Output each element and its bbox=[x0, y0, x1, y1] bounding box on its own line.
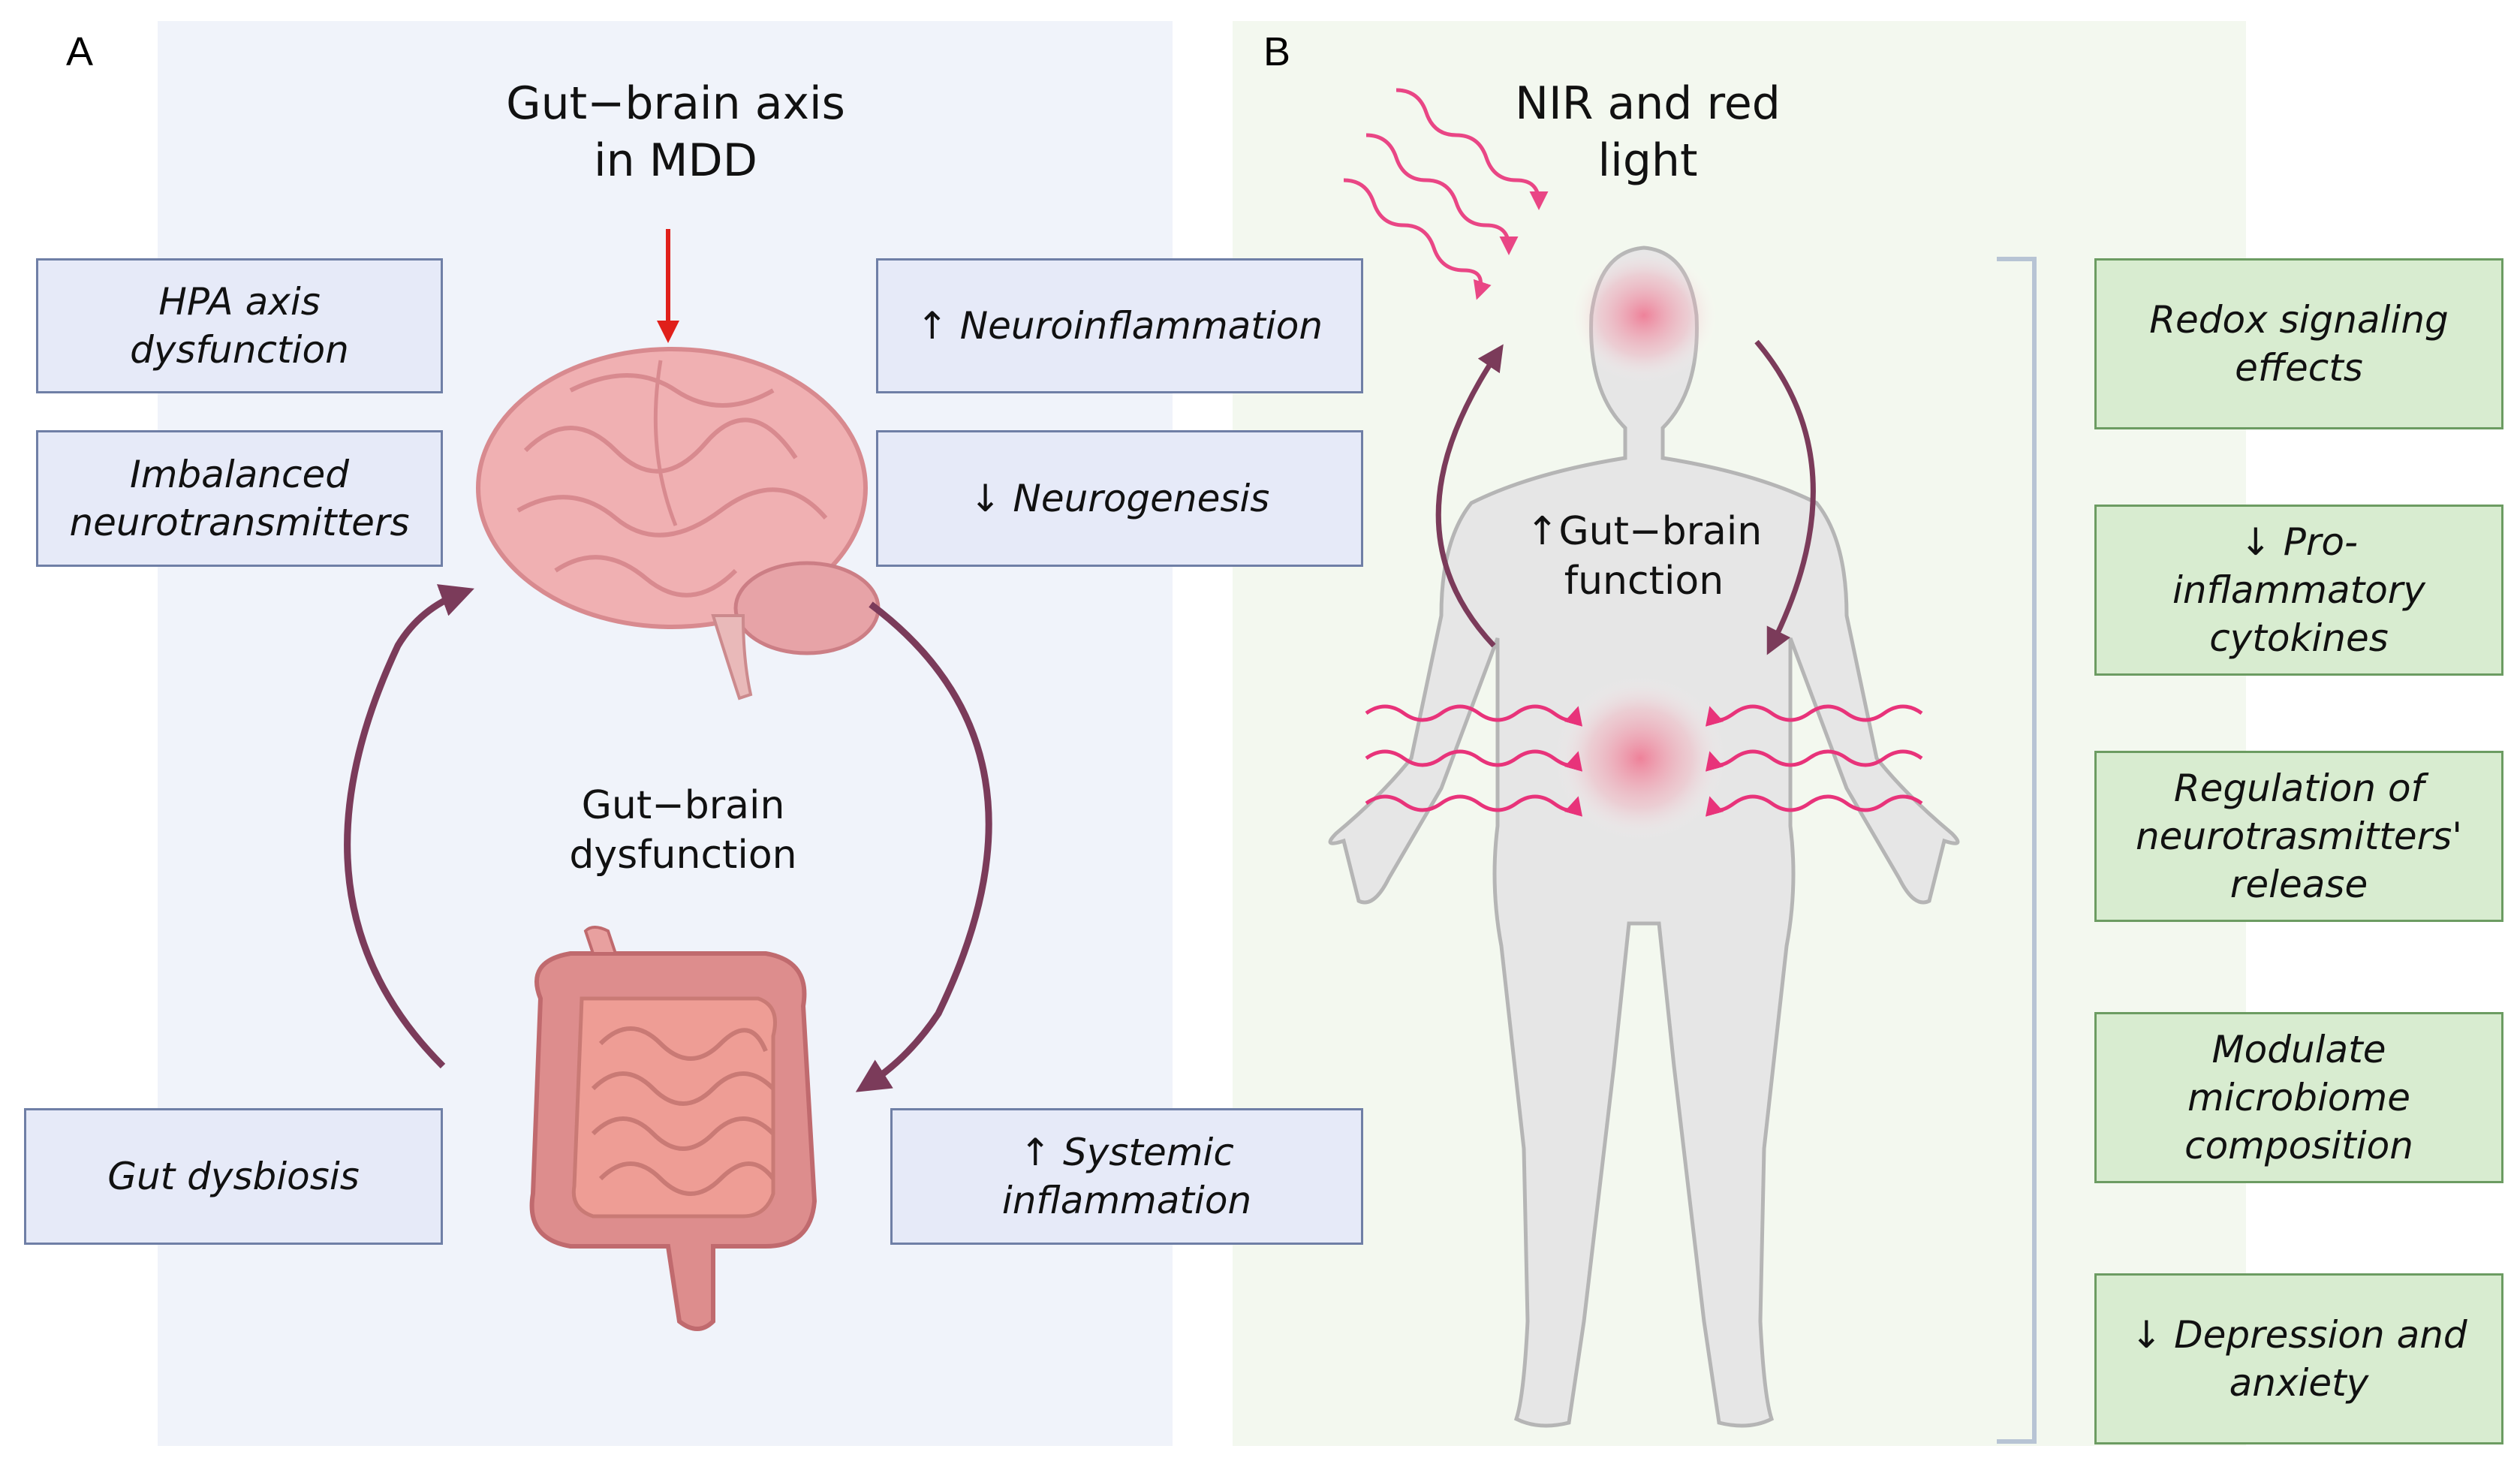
box-text-line: ↑ Neuroinflammation bbox=[916, 304, 1323, 348]
box-text-line: Imbalanced bbox=[129, 453, 350, 496]
box-text-line: ↓ Neurogenesis bbox=[969, 477, 1270, 520]
box-imbalanced-neurotransmitters: Imbalanced neurotransmitters bbox=[36, 430, 443, 567]
panel-b-title-line2: light bbox=[1597, 134, 1698, 187]
box-gut-dysbiosis: Gut dysbiosis bbox=[24, 1108, 443, 1245]
effects-bracket bbox=[1997, 257, 2037, 1444]
panel-b-title: NIR and red light bbox=[1419, 75, 1877, 189]
box-text-line: Modulate bbox=[2211, 1028, 2386, 1071]
cycle-arrow-gut-to-brain bbox=[344, 584, 474, 1069]
cycle-arrow-brain-to-gut bbox=[855, 601, 992, 1092]
human-body-icon bbox=[1328, 246, 1960, 1428]
label-line: function bbox=[1564, 559, 1724, 604]
box-text-line: Redox signaling bbox=[2149, 298, 2449, 342]
panel-a-title-line1: Gut−brain axis bbox=[506, 77, 845, 130]
box-text-line: Regulation of bbox=[2173, 767, 2425, 810]
panel-a-letter: A bbox=[66, 29, 94, 74]
box-text-line: composition bbox=[2184, 1124, 2413, 1167]
box-text-line: microbiome bbox=[2187, 1076, 2410, 1119]
box-regulation-neurotransmitters-release: Regulation of neurotrasmitters' release bbox=[2094, 751, 2503, 922]
label-line: Gut−brain bbox=[581, 783, 785, 828]
label-line: ↑Gut−brain bbox=[1525, 509, 1763, 554]
box-text-line: ↓ Depression and bbox=[2130, 1313, 2467, 1357]
cycle-arrow-body-up bbox=[1435, 344, 1504, 648]
panel-b-title-line1: NIR and red bbox=[1515, 77, 1781, 130]
box-text-line: dysfunction bbox=[130, 328, 349, 372]
box-neurogenesis: ↓ Neurogenesis bbox=[876, 430, 1363, 567]
box-text-line: inflammatory bbox=[2172, 568, 2425, 612]
box-text-line: anxiety bbox=[2229, 1361, 2369, 1405]
box-text-line: Gut dysbiosis bbox=[107, 1155, 360, 1198]
box-text-line: effects bbox=[2235, 346, 2363, 390]
box-text-line: cytokines bbox=[2209, 616, 2389, 660]
brain-icon bbox=[476, 347, 881, 700]
gut-brain-function-label: ↑Gut−brain function bbox=[1494, 507, 1794, 606]
panel-a-title-line2: in MDD bbox=[594, 134, 757, 187]
abdomen-glow bbox=[1554, 676, 1727, 841]
box-hpa-axis-dysfunction: HPA axis dysfunction bbox=[36, 258, 443, 393]
light-waves-head bbox=[1343, 88, 1549, 300]
head-glow bbox=[1569, 248, 1719, 383]
box-redox-signaling-effects: Redox signaling effects bbox=[2094, 258, 2503, 429]
box-text-line: release bbox=[2229, 863, 2368, 906]
box-neuroinflammation: ↑ Neuroinflammation bbox=[876, 258, 1363, 393]
panel-a-title: Gut−brain axis in MDD bbox=[465, 75, 886, 189]
box-text-line: neurotransmitters bbox=[69, 501, 410, 544]
panel-b-letter: B bbox=[1263, 29, 1291, 74]
gut-brain-dysfunction-label: Gut−brain dysfunction bbox=[525, 781, 841, 880]
label-line: dysfunction bbox=[569, 833, 797, 878]
box-text-line: ↓ Pro- bbox=[2239, 520, 2359, 564]
cycle-arrow-body-down bbox=[1754, 339, 1816, 655]
box-modulate-microbiome-composition: Modulate microbiome composition bbox=[2094, 1012, 2503, 1183]
box-text-line: inflammation bbox=[1001, 1179, 1252, 1222]
box-text-line: HPA axis bbox=[158, 280, 321, 324]
light-waves-abdomen-left bbox=[1365, 704, 1583, 817]
box-pro-inflammatory-cytokines: ↓ Pro- inflammatory cytokines bbox=[2094, 505, 2503, 676]
box-depression-and-anxiety: ↓ Depression and anxiety bbox=[2094, 1273, 2503, 1444]
light-waves-abdomen-right bbox=[1705, 704, 1923, 817]
box-text-line: ↑ Systemic bbox=[1019, 1131, 1234, 1174]
intestine-icon bbox=[529, 926, 817, 1331]
box-systemic-inflammation: ↑ Systemic inflammation bbox=[890, 1108, 1363, 1245]
box-text-line: neurotrasmitters' bbox=[2135, 815, 2463, 858]
